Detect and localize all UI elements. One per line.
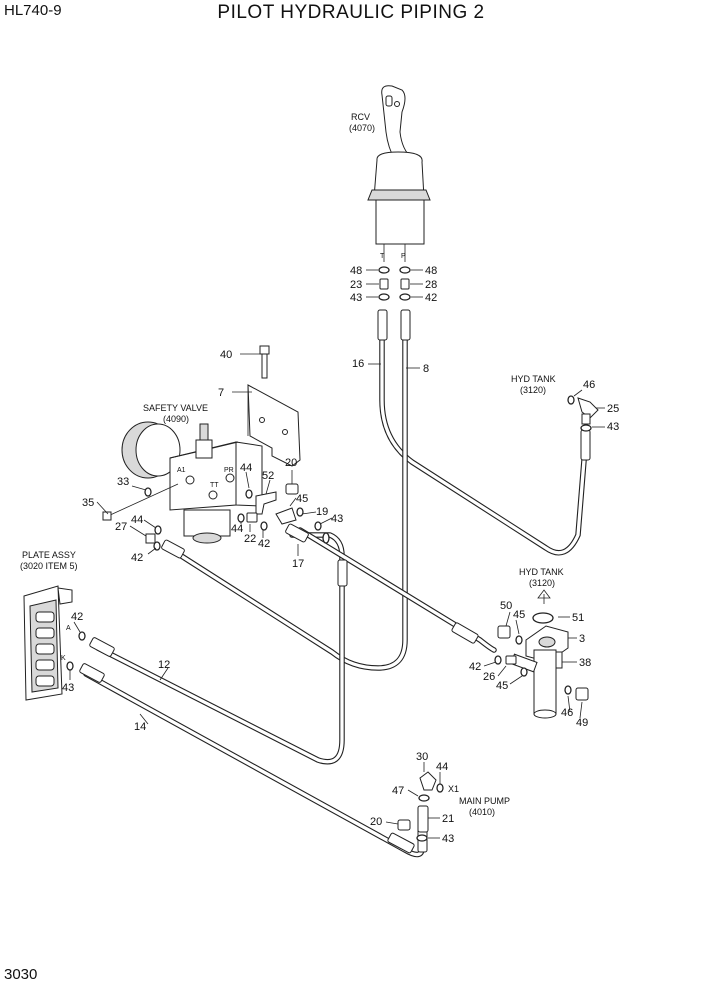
hose-12: [297, 527, 497, 653]
hose-17: [95, 532, 345, 765]
callout-40: 40: [220, 349, 232, 361]
plate-assy-ref: (3020 ITEM 5): [20, 561, 78, 571]
hyd-tank-lower-ref: (3120): [529, 578, 555, 588]
callout-7: 7: [218, 387, 224, 399]
callout-42-plate: 42: [71, 611, 83, 623]
callout-8: 8: [423, 363, 429, 375]
hyd-tank-upper-fittings: [567, 389, 605, 432]
callout-42-mid: 42: [258, 538, 270, 550]
safety-valve-ref: (4090): [163, 414, 189, 424]
valve-callout-leaders: [96, 470, 333, 556]
callout-43-mid: 43: [331, 513, 343, 525]
callout-42-right: 42: [469, 661, 481, 673]
hose-16: [379, 315, 588, 556]
model-number: HL740-9: [4, 2, 62, 19]
hyd-tank-lower-assembly: [483, 589, 589, 719]
callout-44-mid: 44: [231, 523, 243, 535]
callout-50: 50: [500, 600, 512, 612]
callout-45-upper: 45: [296, 493, 308, 505]
bracket-7: [232, 384, 301, 467]
main-pump-port-x1: X1: [448, 784, 459, 794]
callout-48-right: 48: [425, 265, 437, 277]
safety-valve-port-pr: PR: [224, 467, 234, 474]
callout-45-lower: 45: [496, 680, 508, 692]
hyd-tank-lower-label: HYD TANK: [519, 567, 564, 577]
callout-19: 19: [316, 506, 328, 518]
main-pump-ref: (4010): [469, 807, 495, 817]
callout-27: 27: [115, 521, 127, 533]
page-number: 3030: [4, 966, 38, 983]
callout-20-upper: 20: [285, 457, 297, 469]
callout-52: 52: [262, 470, 274, 482]
safety-valve-port-a1: A1: [177, 467, 186, 474]
callout-46-tank: 46: [583, 379, 595, 391]
callout-49: 49: [576, 717, 588, 729]
callout-16: 16: [352, 358, 364, 370]
callout-28: 28: [425, 279, 437, 291]
callout-12: 12: [158, 659, 170, 671]
callout-43-tank: 43: [607, 421, 619, 433]
callout-42-rcv: 42: [425, 292, 437, 304]
callout-30: 30: [416, 751, 428, 763]
plate-assy-label: PLATE ASSY: [22, 550, 76, 560]
callout-51: 51: [572, 612, 584, 624]
callout-45-right: 45: [513, 609, 525, 621]
main-pump-label: MAIN PUMP: [459, 796, 510, 806]
callout-23: 23: [350, 279, 362, 291]
leader-12: [159, 667, 169, 681]
leader-14: [139, 713, 149, 725]
callout-44-pump: 44: [436, 761, 448, 773]
rcv-port-p: P: [401, 253, 406, 260]
callout-33: 33: [117, 476, 129, 488]
callout-22: 22: [244, 533, 256, 545]
safety-valve-assembly: [121, 421, 263, 544]
hyd-tank-upper-ref: (3120): [520, 385, 546, 395]
callout-38: 38: [579, 657, 591, 669]
callout-26: 26: [483, 671, 495, 683]
rcv-joystick-assembly: [367, 85, 431, 301]
rcv-port-t: T: [380, 253, 385, 260]
rcv-callouts: [366, 269, 423, 298]
hyd-tank-upper-label: HYD TANK: [511, 374, 556, 384]
callout-20-lower: 20: [370, 816, 382, 828]
callout-35: 35: [82, 497, 94, 509]
callout-44-left: 44: [131, 514, 143, 526]
safety-valve-port-tt: TT: [210, 482, 219, 489]
rcv-label: RCV: [351, 112, 370, 122]
callout-44-upper: 44: [240, 462, 252, 474]
callout-46-lower: 46: [561, 707, 573, 719]
safety-valve-label: SAFETY VALVE: [143, 403, 208, 413]
callout-14: 14: [134, 721, 146, 733]
callout-43-rcv: 43: [350, 292, 362, 304]
callout-47: 47: [392, 785, 404, 797]
callout-48-left: 48: [350, 265, 362, 277]
callout-43-plate: 43: [62, 682, 74, 694]
page-title: PILOT HYDRAULIC PIPING 2: [217, 2, 485, 23]
callout-25: 25: [607, 403, 619, 415]
plate-port-a: A: [66, 625, 71, 632]
plate-port-k: K: [61, 655, 66, 662]
callout-43-lower: 43: [442, 833, 454, 845]
callout-42-left: 42: [131, 552, 143, 564]
callout-21: 21: [442, 813, 454, 825]
hose-fittings: [79, 309, 591, 854]
rcv-ref: (4070): [349, 123, 375, 133]
callout-17: 17: [292, 558, 304, 570]
plate-assy: [23, 585, 86, 701]
callout-3: 3: [579, 633, 585, 645]
main-pump-fittings: [385, 762, 444, 842]
bolt-40: [240, 345, 270, 379]
